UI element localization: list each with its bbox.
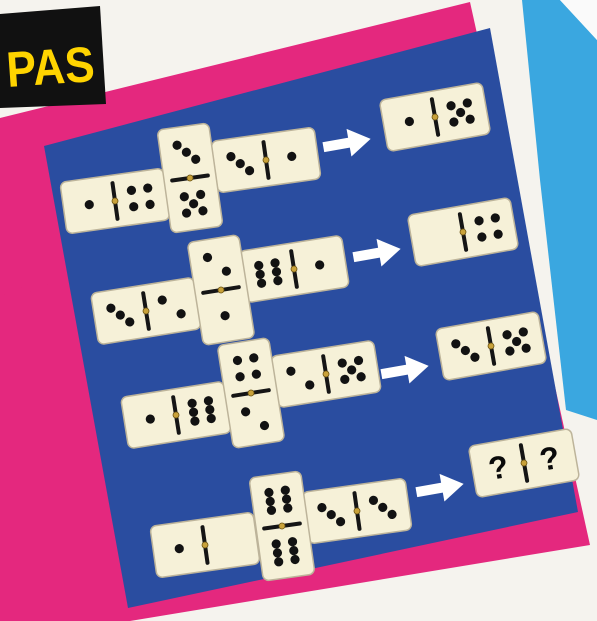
row-2-right-domino-rivet: [291, 266, 298, 273]
row-1-center-domino-rivet: [187, 175, 194, 182]
row-4-right-domino-rivet: [354, 508, 361, 515]
row-3-right-domino-rivet: [323, 371, 330, 378]
row-4-left-domino-rivet: [202, 542, 209, 549]
row-2-center-domino-rivet: [218, 287, 225, 294]
row-2-left-domino-rivet: [143, 308, 150, 315]
row-4-center-domino-rivet: [279, 523, 286, 530]
row-1-left-domino-rivet: [112, 198, 119, 205]
pas-badge-text: PAS: [5, 36, 97, 98]
row-3-center-domino-rivet: [248, 390, 255, 397]
pas-badge: PAS: [0, 6, 106, 108]
row-3-left-domino-rivet: [173, 412, 180, 419]
row-1-right-domino-rivet: [263, 157, 270, 164]
